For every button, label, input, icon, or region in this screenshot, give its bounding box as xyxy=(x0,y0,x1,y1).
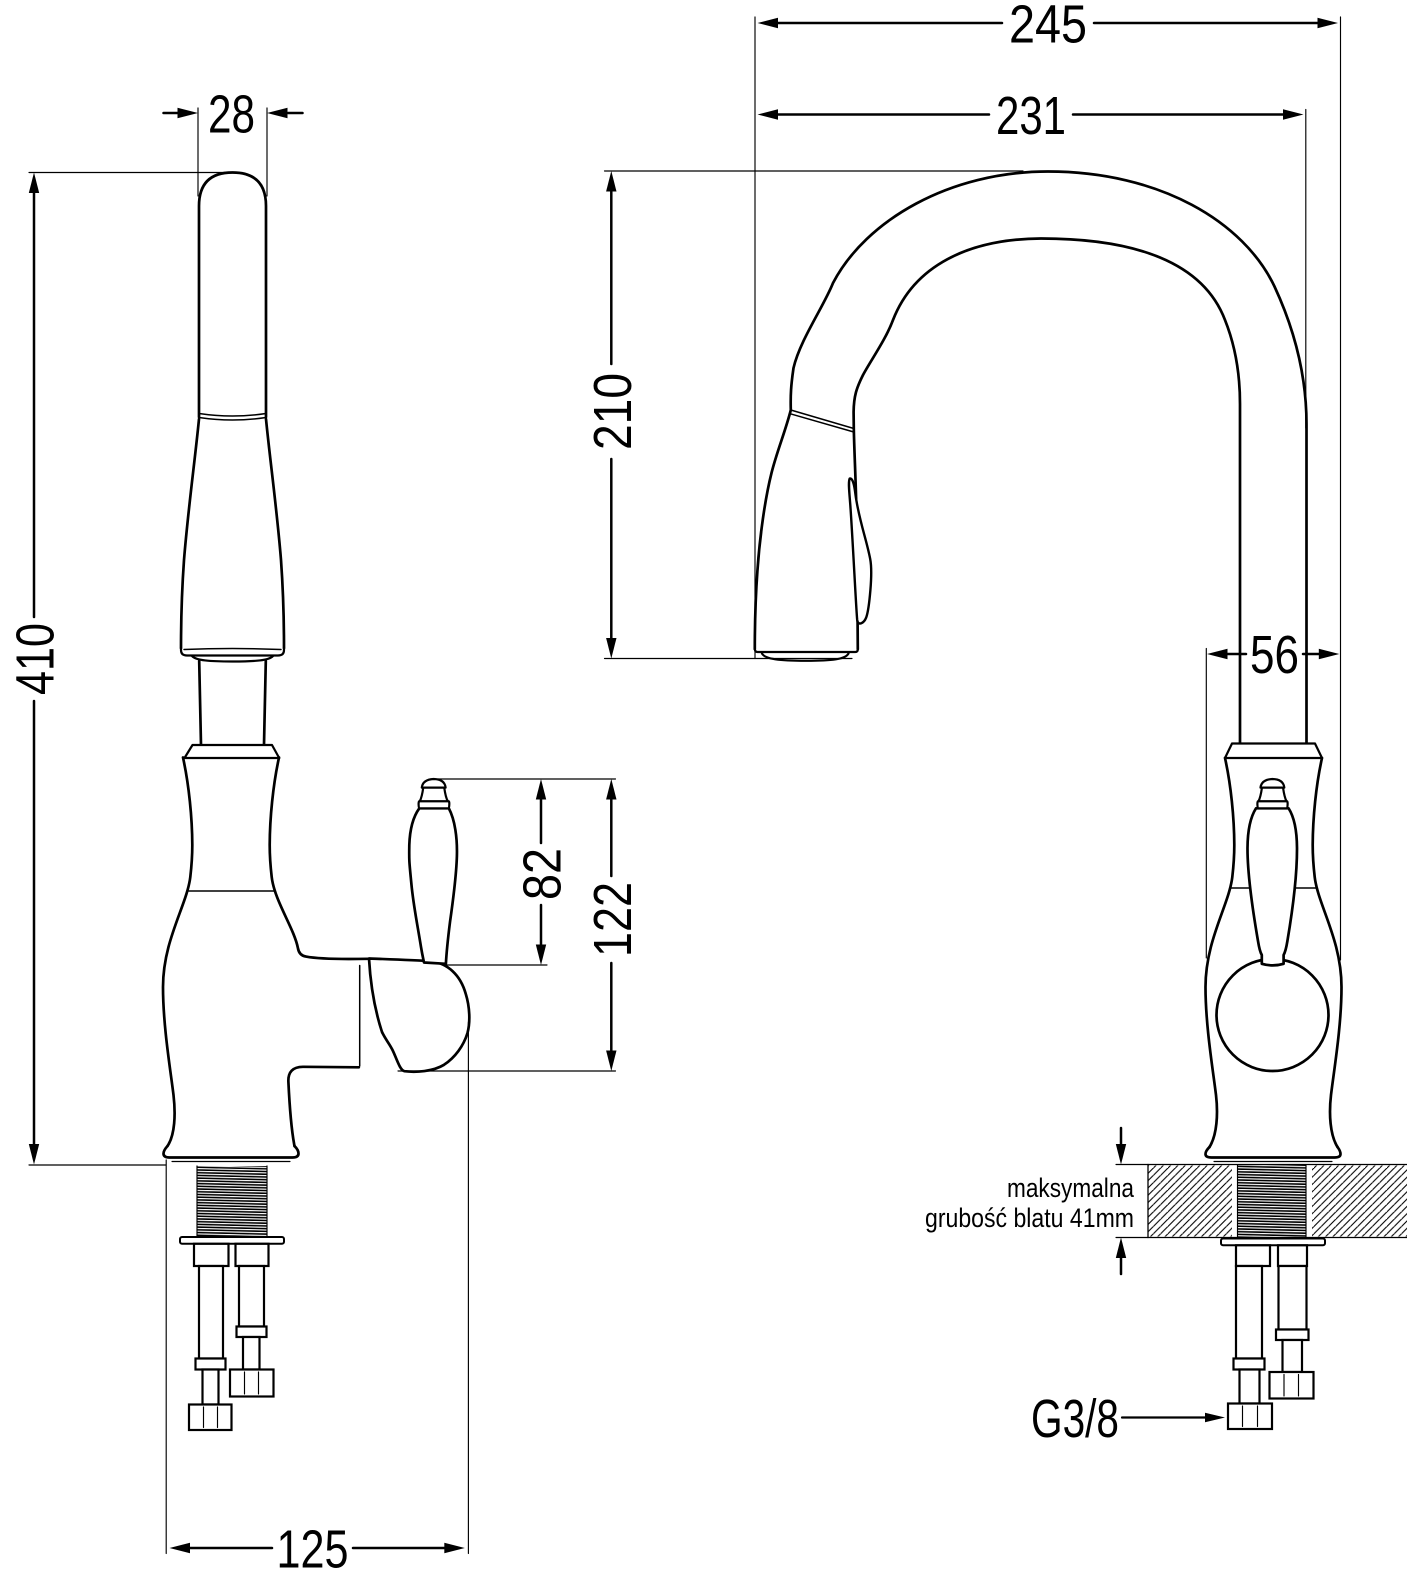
svg-text:231: 231 xyxy=(996,86,1066,146)
svg-text:122: 122 xyxy=(583,882,643,957)
svg-text:125: 125 xyxy=(277,1520,349,1577)
svg-text:G3/8: G3/8 xyxy=(1031,1389,1119,1449)
svg-text:maksymalna: maksymalna xyxy=(1007,1173,1135,1203)
svg-text:82: 82 xyxy=(513,848,573,900)
svg-text:245: 245 xyxy=(1009,0,1087,55)
svg-text:410: 410 xyxy=(6,623,66,695)
svg-text:grubość blatu 41mm: grubość blatu 41mm xyxy=(925,1203,1134,1233)
svg-text:210: 210 xyxy=(583,373,643,450)
svg-text:56: 56 xyxy=(1250,625,1299,685)
svg-text:28: 28 xyxy=(208,85,255,145)
